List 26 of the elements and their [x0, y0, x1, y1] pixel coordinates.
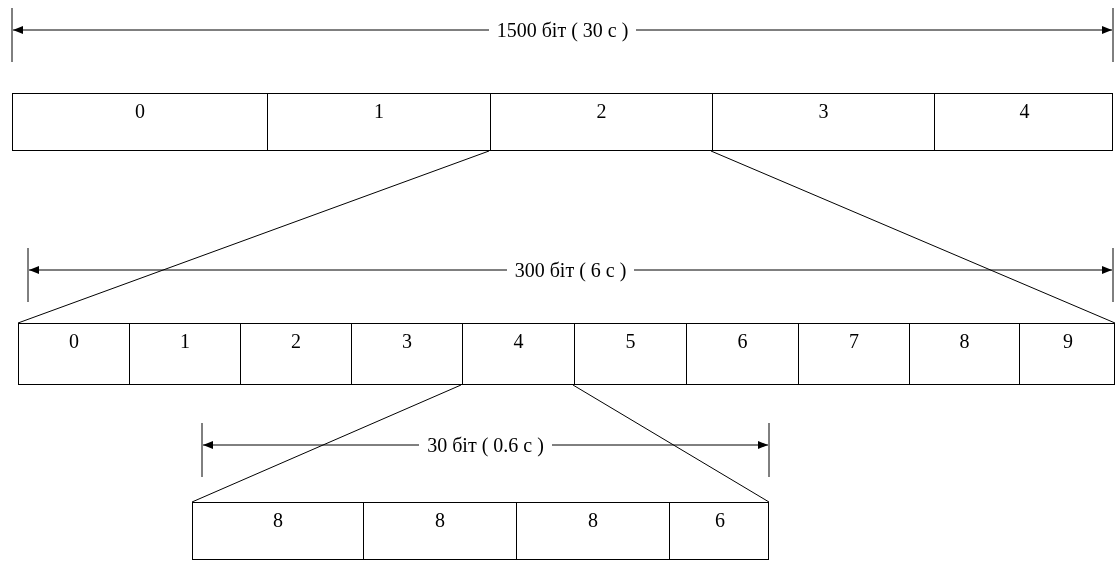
segment-cell: 0 — [13, 93, 267, 151]
segment-cell: 8 — [909, 323, 1019, 385]
segment-cell: 4 — [462, 323, 574, 385]
segment-cell: 1 — [129, 323, 240, 385]
expansion-line — [572, 384, 770, 503]
segment-cell: 8 — [363, 502, 516, 560]
segment-cell: 3 — [351, 323, 462, 385]
expansion-line — [710, 150, 1116, 324]
segment-cell: 8 — [516, 502, 669, 560]
segment-cell: 2 — [240, 323, 351, 385]
expansion-line — [191, 384, 462, 503]
segment-cell: 1 — [267, 93, 490, 151]
segment-cell: 5 — [574, 323, 686, 385]
segment-bar — [18, 323, 1115, 385]
segment-cell: 0 — [19, 323, 129, 385]
segment-cell: 4 — [934, 93, 1114, 151]
segment-cell: 3 — [712, 93, 934, 151]
segment-cell: 7 — [798, 323, 909, 385]
segment-cell: 2 — [490, 93, 712, 151]
expansion-line — [17, 150, 490, 324]
segment-bar — [192, 502, 769, 560]
segment-cell: 6 — [686, 323, 798, 385]
segment-cell: 9 — [1019, 323, 1116, 385]
segment-cell: 6 — [669, 502, 770, 560]
segment-cell: 8 — [193, 502, 363, 560]
segment-bar — [12, 93, 1113, 151]
